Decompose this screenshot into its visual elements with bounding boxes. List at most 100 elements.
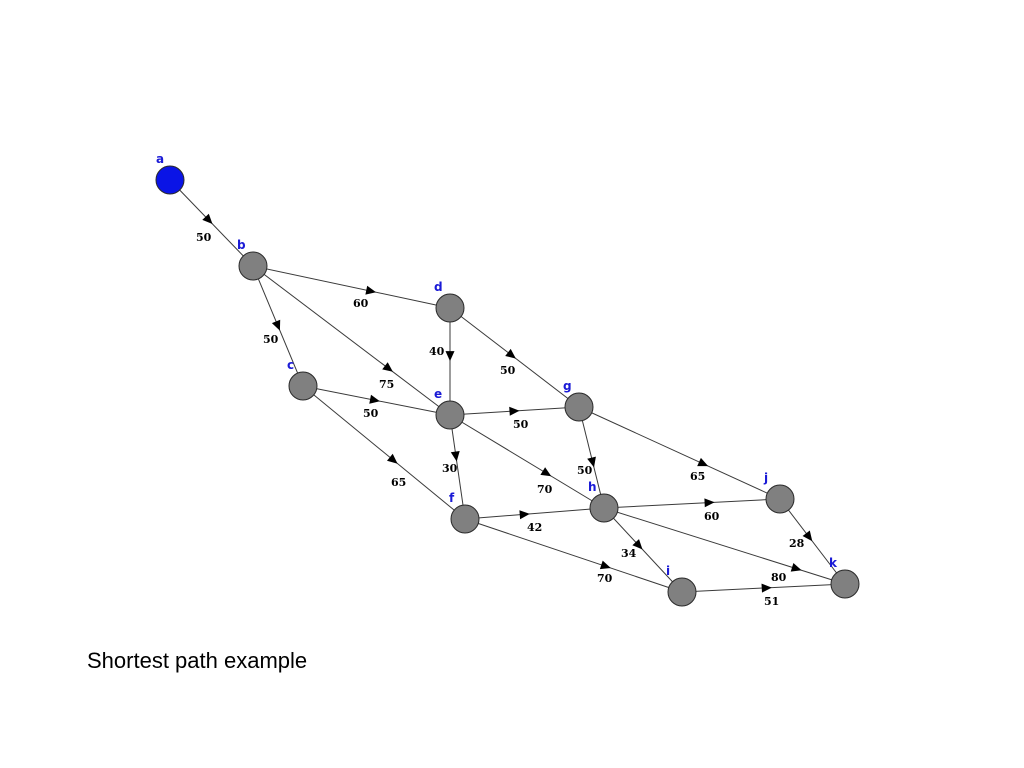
node-f: f [449,491,480,534]
edge-weight-e-g: 50 [513,418,529,431]
edge-weight-d-g: 50 [500,364,516,377]
arrowhead-icon [387,453,398,464]
edge-d-g: 50 [449,307,580,408]
node-label-g: g [563,379,572,393]
edge-line-h-i [603,507,683,593]
arrowhead-icon [202,213,213,224]
node-circle-e [435,400,465,430]
node-circle-j [765,484,795,514]
arrowhead-icon [587,456,596,468]
arrowhead-icon [697,457,709,467]
edge-g-j: 65 [578,406,781,500]
edge-weight-h-i: 34 [621,547,637,560]
edge-line-b-d [252,265,451,309]
arrowhead-icon [271,319,281,331]
arrowhead-icon [540,467,552,477]
edge-h-j: 60 [603,498,781,523]
edge-h-i: 34 [603,507,683,593]
edge-h-k: 80 [603,507,846,585]
node-circle-f [450,504,480,534]
node-i: i [666,564,697,607]
arrowhead-icon [382,362,393,372]
node-k: k [829,556,860,599]
node-label-f: f [449,491,455,505]
node-label-k: k [829,556,838,570]
caption: Shortest path example [87,648,308,673]
edge-line-f-i [464,518,683,593]
edge-weight-f-h: 42 [527,521,542,534]
edge-e-f: 30 [442,414,466,520]
edge-weight-h-j: 60 [704,510,720,523]
edge-weight-c-e: 50 [363,407,379,420]
edge-i-k: 51 [681,583,846,608]
node-g: g [563,379,594,422]
node-circle-b [238,251,268,281]
edge-line-b-e [252,265,451,416]
edge-line-f-h [464,507,605,520]
edge-line-h-k [603,507,846,585]
edge-c-f: 65 [302,385,466,520]
node-a: a [155,152,185,195]
edge-j-k: 28 [779,498,846,585]
arrowhead-icon [599,560,611,570]
node-label-h: h [588,480,597,494]
arrowhead-icon [450,451,460,462]
edge-weight-b-c: 50 [263,333,279,346]
node-d: d [434,280,465,323]
node-circle-k [830,569,860,599]
edge-weight-b-e: 75 [379,378,394,391]
arrowhead-icon [505,348,516,359]
node-circle-i [667,577,697,607]
node-h: h [588,480,619,523]
node-label-d: d [434,280,443,294]
arrowhead-icon [802,530,813,542]
edge-line-h-j [603,498,781,509]
arrowhead-icon [519,510,530,520]
node-label-e: e [434,387,442,401]
edge-g-h: 50 [577,406,605,509]
edge-weight-j-k: 28 [789,537,805,550]
arrowhead-icon [632,539,643,550]
edge-e-g: 50 [449,406,580,431]
edge-weight-g-h: 50 [577,464,593,477]
arrowhead-icon [509,406,520,416]
arrowhead-icon [365,285,377,295]
edge-f-h: 42 [464,507,605,534]
arrowhead-icon [704,498,715,508]
node-b: b [237,238,268,281]
nodes-layer: a b c d e f g h i j k [155,152,860,607]
edge-line-e-h [449,414,605,509]
edge-weight-c-f: 65 [391,476,406,489]
edge-weight-i-k: 51 [764,595,779,608]
edge-b-d: 60 [252,265,451,310]
arrowhead-icon [445,351,455,362]
node-label-i: i [666,564,670,578]
edge-weight-a-b: 50 [196,231,212,244]
node-circle-a [155,165,185,195]
node-circle-h [589,493,619,523]
node-label-j: j [763,471,768,485]
edge-weight-d-e: 40 [429,345,445,358]
node-j: j [763,471,795,514]
edge-e-h: 70 [449,414,605,509]
edge-d-e: 40 [429,308,455,415]
node-e: e [434,387,465,430]
edge-f-i: 70 [464,518,683,593]
node-circle-d [435,293,465,323]
node-circle-g [564,392,594,422]
node-c: c [287,358,318,401]
edge-b-c: 50 [252,265,304,387]
arrowhead-icon [790,563,802,572]
edge-line-e-f [449,414,466,520]
edge-weight-e-h: 70 [537,483,553,496]
edge-line-g-h [578,406,605,509]
edge-weight-b-d: 60 [353,297,369,310]
edge-b-e: 75 [252,265,451,416]
edge-a-b: 50 [169,179,254,267]
arrowhead-icon [369,394,380,404]
node-circle-c [288,371,318,401]
edge-line-g-j [578,406,781,500]
edge-weight-f-i: 70 [597,572,613,585]
